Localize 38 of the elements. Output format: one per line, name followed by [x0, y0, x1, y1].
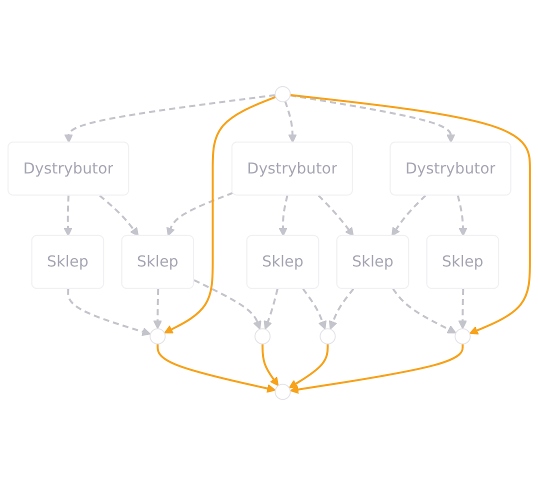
arrow: [153, 288, 162, 330]
arrow: [278, 195, 288, 236]
arrow: [290, 94, 456, 143]
arrow: [264, 288, 278, 330]
node-circle: [320, 328, 336, 344]
arrow: [64, 94, 276, 143]
arrow: [290, 344, 464, 394]
arrow: [166, 192, 234, 236]
arrow: [64, 196, 72, 236]
node-circle: [454, 328, 471, 344]
node-text: Sklep: [136, 252, 178, 271]
arrow: [302, 288, 327, 330]
arrow: [392, 288, 456, 334]
arrow: [164, 96, 276, 334]
arrow: [99, 194, 139, 236]
arrow: [458, 288, 468, 330]
arrow: [288, 344, 329, 388]
node-circle: [274, 384, 291, 400]
arrow: [391, 194, 426, 236]
node-text: Dystrybutor: [247, 159, 338, 178]
arrow: [67, 288, 151, 336]
arrow: [262, 344, 279, 386]
arrow: [318, 194, 354, 236]
node-text: Sklep: [352, 252, 394, 271]
node-text: Dystrybutor: [405, 159, 496, 178]
node-circle: [274, 86, 291, 102]
node-text: Sklep: [262, 252, 304, 271]
node-text: Dystrybutor: [23, 159, 114, 178]
node-text: Sklep: [442, 252, 484, 271]
arrow: [328, 288, 354, 330]
node-circle: [150, 328, 166, 344]
node-circle: [254, 328, 271, 344]
arrow: [456, 195, 468, 236]
arrow: [284, 100, 297, 143]
arrow: [194, 279, 262, 330]
node-text: Sklep: [46, 252, 88, 271]
arrow: [156, 344, 276, 393]
arrow: [290, 94, 531, 335]
